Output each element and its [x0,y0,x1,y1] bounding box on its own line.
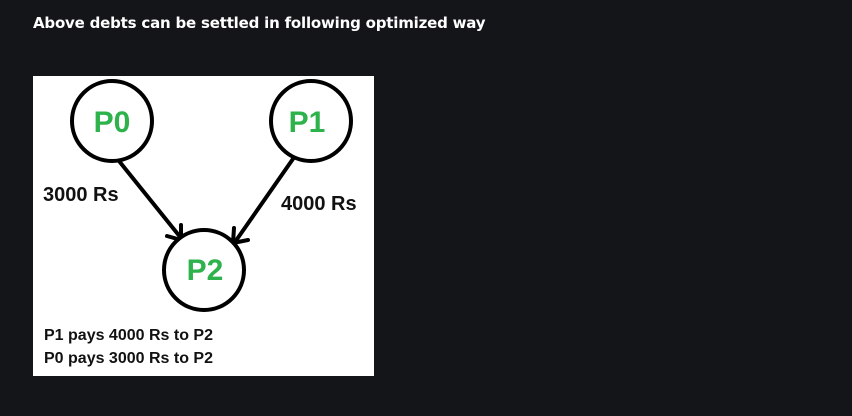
node-label-p1: P1 [289,106,326,139]
node-p2: P2 [162,228,246,312]
summary-line-1: P1 pays 4000 Rs to P2 [44,327,213,344]
node-label-p0: P0 [94,106,131,139]
node-p1: P1 [269,79,353,163]
page-heading: Above debts can be settled in following … [33,14,486,32]
edge-p0-p2 [113,154,183,243]
node-p0: P0 [70,79,154,163]
node-label-p2: P2 [187,254,224,287]
summary-line-2: P0 pays 3000 Rs to P2 [44,350,213,367]
diagram-canvas: P0 P1 P2 3000 Rs 4000 Rs P1 pays 4000 Rs… [43,79,357,367]
edge-label-p1-p2: 4000 Rs [281,193,357,215]
edge-label-p0-p2: 3000 Rs [43,184,119,206]
debt-settlement-diagram: P0 P1 P2 3000 Rs 4000 Rs P1 pays 4000 Rs… [33,76,374,376]
